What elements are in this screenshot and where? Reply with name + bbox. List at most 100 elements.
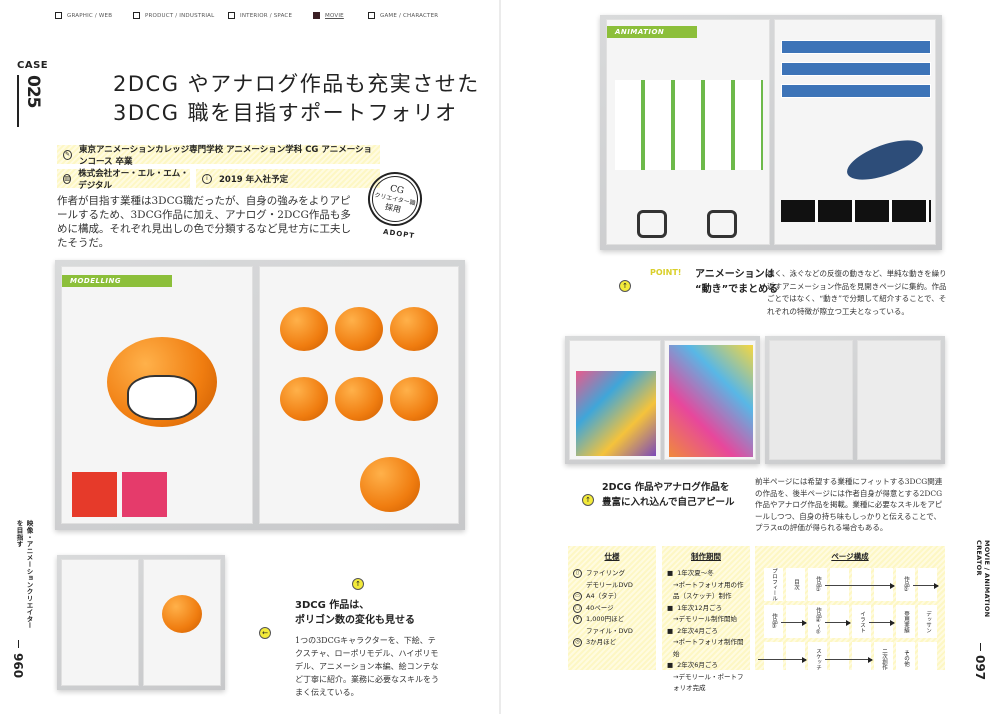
page-number-right: 097 xyxy=(973,655,987,681)
texture-image xyxy=(122,472,167,517)
period-what: →デモリール制作開始 xyxy=(673,615,737,623)
page-spine xyxy=(499,0,501,714)
period-when-text: 1年次12月ごろ xyxy=(677,603,723,612)
company-bar: ▥株式会社オー・エル・エム・デジタル xyxy=(57,168,190,191)
nav-item-movie[interactable]: MOVIE xyxy=(313,12,344,19)
page-cell: 作品③ xyxy=(764,605,783,638)
nav-label: GRAPHIC / WEB xyxy=(67,12,113,19)
bullet-icon: ■ xyxy=(667,569,674,577)
period-title: 制作期間 xyxy=(691,552,721,561)
caption-heading: 3DCG 作品は、 xyxy=(295,600,370,611)
period-what: →デモリール・ポートフォリオ完成 xyxy=(673,672,744,693)
nav-label: MOVIE xyxy=(325,12,344,19)
divider xyxy=(18,640,19,648)
page-cell: 登用実績 xyxy=(896,605,915,638)
school-bar: ✎東京アニメーションカレッジ専門学校 アニメーション学科 CG アニメーションコ… xyxy=(57,144,380,167)
character-illustration xyxy=(162,595,202,633)
spec-list: ▯ファイリングデモリールDVD▭A4（タテ）▢40ページ¥1,000円ほどファイ… xyxy=(573,568,651,649)
period-when: ■2年次4月ごろ xyxy=(667,626,745,638)
animation-frames xyxy=(615,80,763,170)
dolphin-illustration xyxy=(842,132,928,188)
caption-2dcg: 2DCG 作品やアナログ作品を 豊富に入れ込んで自己アピール xyxy=(602,480,735,510)
spec-text: A4（タテ） xyxy=(586,592,621,600)
nav-label: PRODUCT / INDUSTRIAL xyxy=(145,12,215,19)
portfolio-page: ANIMATION xyxy=(606,19,770,245)
nav-label: GAME / CHARACTER xyxy=(380,12,439,19)
page-title: 2DCG やアナログ作品も充実させた 3DCG 職を目指すポートフォリオ xyxy=(113,70,480,128)
page-cell xyxy=(852,642,871,675)
spec-item: ¥1,000円ほど xyxy=(573,614,651,626)
character-illustration xyxy=(280,307,328,351)
spec-text: ファイリング xyxy=(586,569,625,577)
character-illustration xyxy=(360,457,420,512)
arrow-icon xyxy=(825,656,873,663)
caption-heading: 2DCG 作品やアナログ作品を xyxy=(602,482,730,493)
period-list: ■1年次夏〜冬→ポートフォリオ用の作品（スケッチ）制作■1年次12月ごろ→デモリ… xyxy=(667,568,745,695)
illustration xyxy=(669,345,753,457)
up-arrow-icon: ↑ xyxy=(582,494,594,506)
nav-item-product-industrial[interactable]: PRODUCT / INDUSTRIAL xyxy=(133,12,214,19)
spec-item: ◷3か月ほど xyxy=(573,637,651,649)
bullet-icon: ■ xyxy=(667,603,674,612)
texture-image xyxy=(72,472,117,517)
page-structure-title: ページ構成 xyxy=(831,552,869,561)
caption-heading: 豊富に入れ込んで自己アピール xyxy=(602,497,735,508)
page-cell: 作品② xyxy=(896,568,915,601)
portfolio-photo-animation: ANIMATION xyxy=(600,15,942,250)
period-when: ■1年次12月ごろ xyxy=(667,603,745,615)
character-illustration xyxy=(335,307,383,351)
point-label: POINT! xyxy=(650,268,682,277)
spec-text: 1,000円ほど xyxy=(586,615,625,623)
section-header: MODELLING xyxy=(62,275,172,287)
arrow-icon xyxy=(825,619,851,626)
side-label-right: MOVIE / ANIMATION CREATOR xyxy=(975,540,991,618)
page-cell: 作品① xyxy=(808,568,827,601)
adopt-label: ADOPT xyxy=(382,227,416,241)
caption-body: 1つの3DCGキャラクターを、下絵、テクスチャ、ローポリモデル、ハイポリモデル、… xyxy=(295,636,439,697)
character-illustration xyxy=(390,377,438,421)
company-text: 株式会社オー・エル・エム・デジタル xyxy=(78,168,189,191)
spec-item: ▯ファイリング xyxy=(573,568,651,580)
arrow-icon xyxy=(825,582,895,589)
portfolio-page xyxy=(664,340,756,460)
nav-item-interior-space[interactable]: INTERIOR / SPACE xyxy=(228,12,292,19)
character-illustration xyxy=(280,377,328,421)
page-cell xyxy=(830,568,849,601)
checkbox-icon xyxy=(228,12,235,19)
spec-item: ファイル・DVD xyxy=(573,626,651,638)
portfolio-page xyxy=(769,340,853,460)
portfolio-photo-2dcg xyxy=(565,336,760,464)
page-cell xyxy=(830,605,849,638)
up-arrow-icon: ↑ xyxy=(352,578,364,590)
school-text: 東京アニメーションカレッジ専門学校 アニメーション学科 CG アニメーションコー… xyxy=(78,144,373,167)
page-row: スケッチ二次創作その他 xyxy=(758,642,940,675)
spec-column: 仕様 ▯ファイリングデモリールDVD▭A4（タテ）▢40ページ¥1,000円ほど… xyxy=(568,546,656,670)
character-illustration xyxy=(390,307,438,351)
arrow-icon xyxy=(869,619,895,626)
point-heading-line: “動き”でまとめる xyxy=(695,284,779,295)
point-body: 歩く、泳ぐなどの反復の動きなど、単純な動きを繰り返すアニメーション作品を見開きペ… xyxy=(767,269,947,316)
character-mouth xyxy=(127,375,197,420)
page-cell: イラスト xyxy=(852,605,871,638)
thumbnail-strip xyxy=(781,200,931,222)
case-label: CASE xyxy=(17,60,49,71)
page-number-left: 096 xyxy=(12,653,26,679)
portfolio-photo-sketch xyxy=(765,336,945,464)
title-line-1: 2DCG やアナログ作品も充実させた xyxy=(113,72,480,96)
spec-item: ▢40ページ xyxy=(573,603,651,615)
animation-strip xyxy=(781,62,931,76)
nav-item-graphic-web[interactable]: GRAPHIC / WEB xyxy=(55,12,112,19)
period-when-text: 2年次4月ごろ xyxy=(677,626,718,635)
period-what: →ポートフォリオ制作開始 xyxy=(673,638,744,658)
portfolio-photo-storyboard xyxy=(57,555,225,690)
nav-item-game-character[interactable]: GAME / CHARACTER xyxy=(368,12,438,19)
page-cell xyxy=(764,642,783,675)
portfolio-page xyxy=(569,340,661,460)
character-illustration xyxy=(335,377,383,421)
period-what: →ポートフォリオ用の作品（スケッチ）制作 xyxy=(673,580,744,601)
portfolio-page xyxy=(774,19,936,245)
arrow-icon xyxy=(758,656,807,663)
